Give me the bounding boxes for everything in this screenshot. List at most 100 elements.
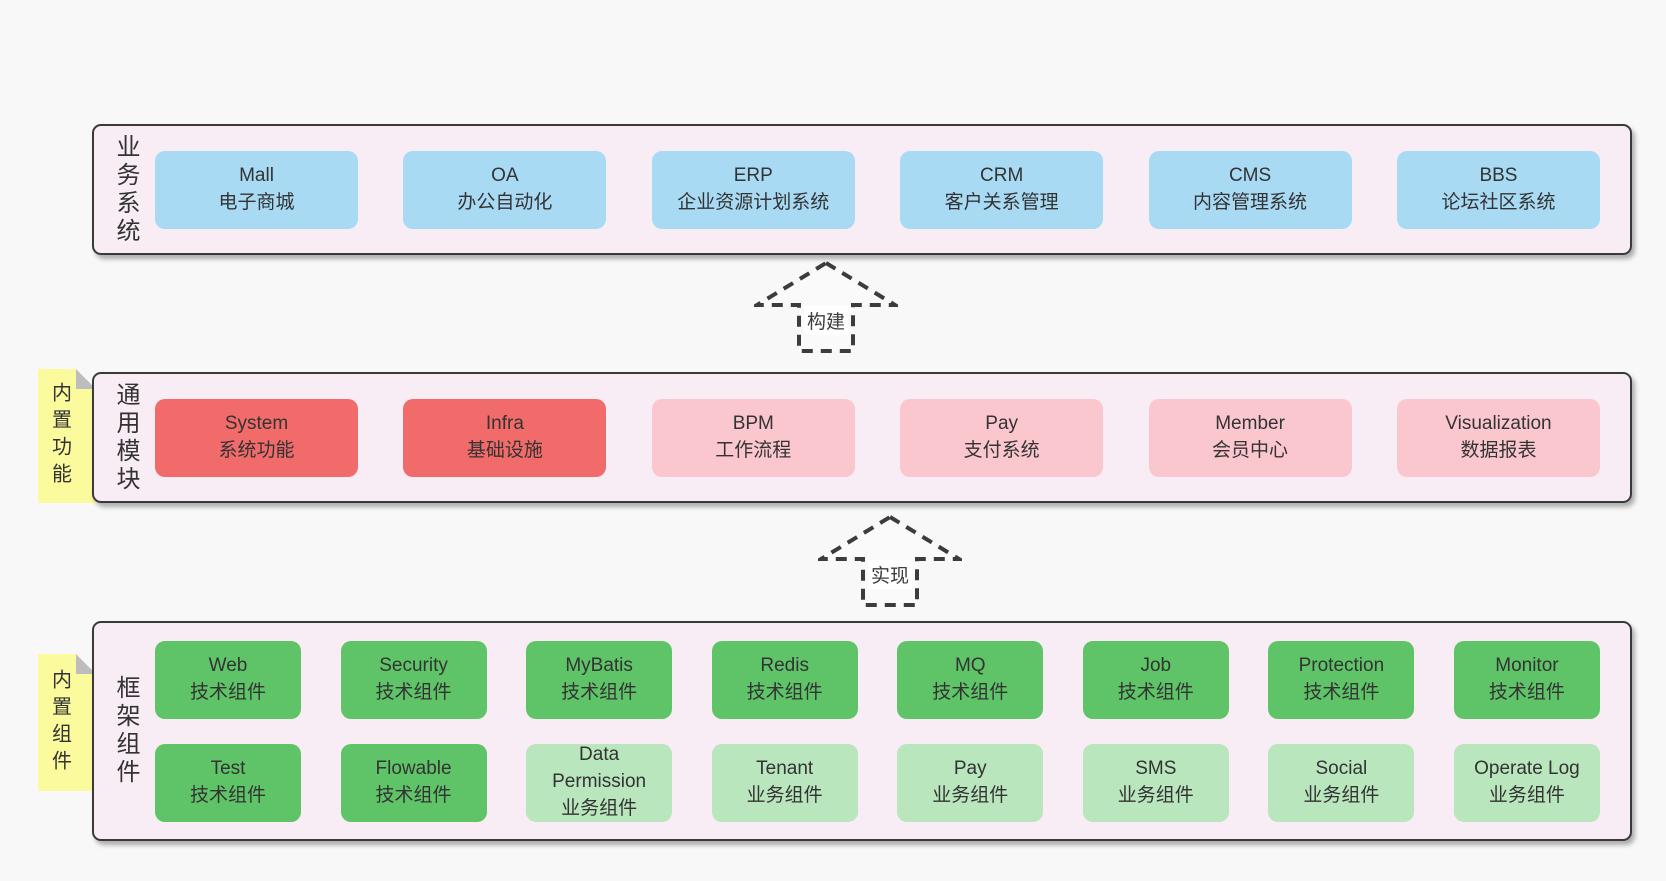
box-title: ERP	[733, 164, 773, 186]
component-box: CMS 内容管理系统	[1148, 150, 1352, 229]
component-box: ERP 企业资源计划系统	[651, 150, 855, 229]
box-title: Social	[1315, 757, 1368, 779]
component-box: Member 会员中心	[1148, 398, 1352, 477]
component-box: Test 技术组件	[155, 743, 301, 822]
box-title: Pay	[985, 412, 1019, 434]
box-subtitle: 业务组件	[1117, 784, 1194, 806]
box-title: Security	[379, 654, 448, 676]
box-subtitle: 内容管理系统	[1193, 191, 1308, 213]
component-row: Test 技术组件 Flowable 技术组件 Data Permission 业务组件 T…	[155, 743, 1600, 822]
component-box: Mall 电子商城	[155, 150, 358, 229]
box-subtitle: 业务组件	[561, 797, 638, 819]
box-subtitle: 业务组件	[932, 784, 1009, 806]
box-subtitle: 系统功能	[218, 439, 295, 461]
box-subtitle: 技术组件	[1117, 681, 1194, 703]
box-subtitle: 技术组件	[189, 784, 266, 806]
component-box: Visualization 数据报表	[1396, 398, 1600, 477]
box-title: Flowable	[375, 757, 452, 779]
box-title: Operate Log	[1474, 757, 1580, 779]
box-subtitle: 工作流程	[715, 439, 792, 461]
box-subtitle: 支付系统	[963, 439, 1040, 461]
box-subtitle: 数据报表	[1460, 439, 1537, 461]
component-box: MyBatis 技术组件	[526, 640, 673, 719]
component-box: BBS 论坛社区系统	[1396, 150, 1600, 229]
box-subtitle: 技术组件	[375, 784, 452, 806]
box-title: Monitor	[1495, 654, 1559, 676]
box-title: CRM	[980, 164, 1024, 186]
box-title: System	[224, 412, 289, 434]
band-label: 业务系统	[112, 133, 139, 246]
box-title: Web	[208, 654, 248, 676]
box-subtitle: 技术组件	[189, 681, 266, 703]
box-subtitle: 办公自动化	[457, 191, 553, 213]
component-box: Flowable 技术组件	[340, 743, 487, 822]
box-subtitle: 电子商城	[218, 191, 295, 213]
arrow-implement: 实现	[818, 514, 962, 608]
band-label: 通用模块	[112, 381, 139, 494]
component-box: Pay 支付系统	[900, 398, 1104, 477]
box-title: BBS	[1479, 164, 1518, 186]
box-title: SMS	[1135, 757, 1177, 779]
box-subtitle: 业务组件	[1303, 784, 1380, 806]
box-title: Infra	[485, 412, 524, 434]
box-subtitle: 论坛社区系统	[1441, 191, 1556, 213]
component-box: Social 业务组件	[1268, 743, 1415, 822]
box-subtitle: 客户关系管理	[944, 191, 1059, 213]
sticky-note-label: 内置组件	[48, 668, 71, 777]
band-boxes: Mall 电子商城 OA 办公自动化 ERP 企业资源计划系统 CRM 客户关系管理 CMS 内容…	[143, 150, 1630, 229]
component-box: Web 技术组件	[155, 640, 301, 719]
component-box: OA 办公自动化	[403, 150, 607, 229]
component-box: Redis 技术组件	[711, 640, 858, 719]
box-title: Visualization	[1445, 412, 1552, 434]
component-box: Pay 业务组件	[897, 743, 1044, 822]
component-box: System 系统功能	[155, 398, 358, 477]
component-box: Protection 技术组件	[1268, 640, 1415, 719]
sticky-note-built-in-features: 内置功能	[38, 369, 96, 503]
component-box: MQ 技术组件	[897, 640, 1044, 719]
component-box: SMS 业务组件	[1082, 743, 1229, 822]
component-box: Infra 基础设施	[403, 398, 607, 477]
box-title: OA	[491, 164, 519, 186]
box-subtitle: 技术组件	[932, 681, 1009, 703]
component-box: Monitor 技术组件	[1453, 640, 1600, 719]
component-box: CRM 客户关系管理	[900, 150, 1104, 229]
box-title: Tenant	[756, 757, 814, 779]
component-box: Job 技术组件	[1082, 640, 1229, 719]
box-subtitle: 技术组件	[746, 681, 823, 703]
box-title: Mall	[239, 164, 274, 186]
component-box: Data Permission 业务组件	[526, 743, 673, 822]
box-subtitle: 技术组件	[1303, 681, 1380, 703]
component-row: Mall 电子商城 OA 办公自动化 ERP 企业资源计划系统 CRM 客户关系管理 CMS 内容…	[155, 150, 1600, 229]
box-subtitle: 业务组件	[746, 784, 823, 806]
box-title: Job	[1140, 654, 1172, 676]
sticky-note-built-in-components: 内置组件	[38, 654, 96, 791]
box-title: Data Permission	[552, 744, 647, 793]
band-business-systems: 业务系统 Mall 电子商城 OA 办公自动化 ERP 企业资源计划系统 CRM 客户关系管理…	[92, 124, 1632, 255]
sticky-note-label: 内置功能	[48, 382, 71, 490]
box-title: Member	[1215, 412, 1285, 434]
box-subtitle: 会员中心	[1212, 439, 1289, 461]
box-title: MQ	[954, 654, 986, 676]
box-subtitle: 基础设施	[466, 439, 543, 461]
box-subtitle: 技术组件	[375, 681, 452, 703]
box-subtitle: 企业资源计划系统	[677, 191, 830, 213]
box-title: CMS	[1228, 164, 1272, 186]
box-title: Test	[210, 757, 246, 779]
box-title: Pay	[953, 757, 987, 779]
box-title: MyBatis	[565, 654, 633, 676]
band-label: 框架组件	[112, 675, 139, 787]
box-title: Protection	[1298, 654, 1385, 676]
box-subtitle: 技术组件	[1488, 681, 1565, 703]
box-subtitle: 技术组件	[561, 681, 638, 703]
component-box: Security 技术组件	[340, 640, 487, 719]
box-title: Redis	[760, 654, 809, 676]
